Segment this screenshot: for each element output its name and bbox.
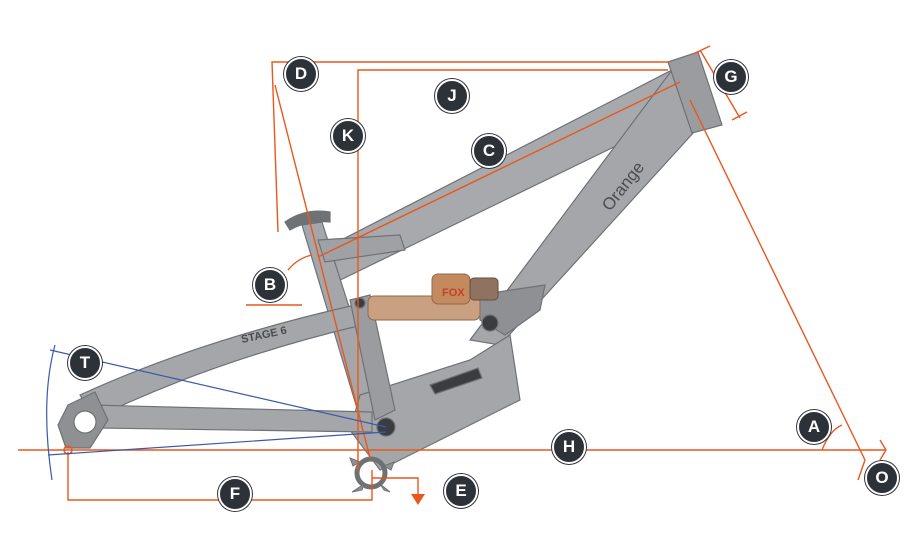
e-drop-arrow [411,494,425,505]
a-angle-arc [821,424,843,451]
marker-g: G [714,60,748,94]
crank-spider [349,456,395,493]
marker-d: D [284,57,318,91]
marker-j: J [435,79,469,113]
crank-arm-3 [351,482,365,493]
crank-arm-1 [349,457,362,467]
head-angle-line [689,99,866,461]
geometry-lines [18,45,887,501]
crank-ring [354,456,388,490]
o-offset-line [857,459,866,481]
marker-a: A [797,410,831,444]
seat-stay [79,304,363,419]
marker-c: C [472,134,506,168]
shock-mount-bolt [481,314,499,332]
b-angle-arc [287,254,313,271]
marker-t: T [68,346,102,380]
down-tube-guard [429,367,483,395]
marker-h: H [552,430,586,464]
t-arc [46,344,56,481]
h-arrow-head [879,439,887,461]
e-bb-drop-line [372,477,419,494]
rear-axle [73,410,97,434]
marker-f: F [218,477,252,511]
chain-stay [89,404,373,433]
g-tick-bottom [731,111,748,121]
t-line-lower [47,431,387,456]
j-stack-line [357,69,668,470]
seat-collar [284,210,331,231]
shock-piggyback [469,277,499,301]
g-tick-top [692,45,711,55]
crank-arm-2 [382,461,395,471]
crank-arm-4 [379,483,391,493]
t-line-upper [49,349,387,428]
c-top-tube-line [317,81,681,258]
marker-o: O [865,461,899,495]
rear-shock: FOX [367,273,499,321]
shock-brand-label: FOX [442,287,465,299]
rocker-link [349,294,396,421]
marker-k: K [331,119,365,153]
head-tube [667,51,723,134]
link-pivot [354,297,366,309]
marker-b: B [253,268,287,302]
bike-frame [57,51,723,471]
t-lines [46,344,387,481]
d-reach-line [271,61,670,233]
marker-e: E [444,474,478,508]
k-seat-tube-line [274,84,371,459]
